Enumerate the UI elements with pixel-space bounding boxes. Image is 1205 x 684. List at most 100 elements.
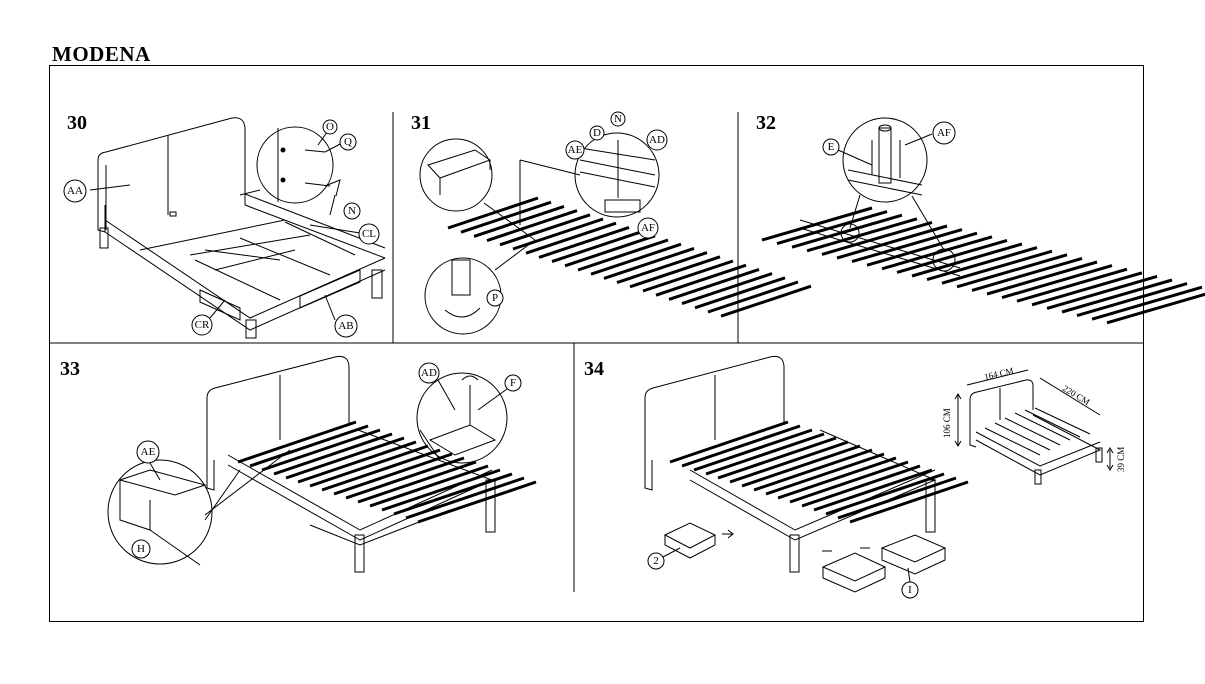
dimension-drawing	[954, 369, 1114, 485]
slat	[333, 452, 453, 496]
slat	[381, 468, 501, 512]
slat	[941, 249, 1053, 285]
slat	[357, 460, 477, 504]
bed-frame-step-30	[97, 117, 386, 339]
slat	[866, 231, 978, 267]
slat	[911, 242, 1023, 278]
label-AB-30: AB	[338, 320, 353, 332]
label-O-30: O	[326, 121, 334, 133]
slat	[417, 480, 537, 524]
slat	[1061, 278, 1173, 314]
slat	[237, 420, 357, 464]
slat	[825, 472, 945, 516]
slat	[1031, 271, 1143, 307]
slat	[681, 272, 773, 306]
slat	[693, 428, 813, 472]
slat	[777, 456, 897, 500]
slat	[753, 448, 873, 492]
dimension-leg-height: 39 CM	[1116, 447, 1126, 472]
slat	[1046, 274, 1158, 310]
slat	[741, 444, 861, 488]
detail-circles-31	[419, 132, 660, 335]
slat	[564, 234, 656, 268]
callout-group-32: E AF	[822, 121, 956, 166]
slat	[896, 238, 1008, 274]
slat	[821, 220, 933, 256]
label-E-32: E	[828, 141, 835, 153]
slats-33	[237, 420, 537, 524]
slat	[486, 209, 578, 243]
detail-circle-32	[799, 117, 961, 277]
label-AF-31: AF	[641, 222, 655, 234]
slat	[538, 225, 630, 259]
document-title: MODENA	[52, 42, 151, 66]
detail-circles-33	[107, 372, 508, 566]
slat-frame-step-31	[447, 196, 812, 318]
slat	[473, 204, 565, 238]
slat	[851, 228, 963, 264]
callout-AA-30	[63, 179, 87, 203]
slat	[369, 464, 489, 508]
label-I-34: I	[908, 584, 912, 596]
slat	[668, 267, 760, 301]
slat	[776, 210, 888, 246]
slat	[345, 456, 465, 500]
slat	[297, 440, 417, 484]
slat	[705, 432, 825, 476]
step-number-32: 32	[756, 112, 776, 134]
slats-34	[669, 420, 969, 524]
slat	[789, 460, 909, 504]
slat	[512, 217, 604, 251]
slat	[309, 444, 429, 488]
callout-group-30: AA O Q N CL CR AB	[63, 119, 380, 338]
label-H-33: H	[137, 543, 145, 555]
label-N-31: N	[614, 113, 622, 125]
label-CL-30: CL	[362, 228, 376, 240]
label-Q-30: Q	[344, 136, 352, 148]
slat	[956, 253, 1068, 289]
slat	[460, 200, 552, 234]
slat	[836, 224, 948, 260]
label-F-33: F	[510, 377, 516, 389]
panel-dividers	[49, 112, 1144, 592]
label-AF-32: AF	[937, 127, 951, 139]
slat	[1091, 285, 1203, 321]
label-P-31: P	[492, 292, 498, 304]
drawers-34	[663, 522, 947, 593]
label-AE-33: AE	[141, 446, 156, 458]
slat	[447, 196, 539, 230]
slat	[590, 242, 682, 276]
label-AD-33: AD	[421, 367, 437, 379]
slat	[551, 230, 643, 264]
slat	[837, 476, 957, 520]
slat	[813, 468, 933, 512]
slat	[761, 206, 873, 242]
slat	[881, 235, 993, 271]
slat	[249, 424, 369, 468]
dimension-width: 164 CM	[983, 366, 1014, 382]
slat	[603, 246, 695, 280]
slat	[720, 284, 812, 318]
slat	[285, 436, 405, 480]
label-N-30: N	[348, 205, 356, 217]
slat-frame-step-32	[761, 206, 1205, 325]
callout-group-34: 2 I	[647, 547, 919, 599]
slat	[849, 480, 969, 524]
slat	[707, 280, 799, 314]
label-AE-31: AE	[568, 144, 583, 156]
step-number-30: 30	[67, 112, 87, 134]
slat	[525, 221, 617, 255]
slat	[926, 246, 1038, 282]
slat	[806, 217, 918, 253]
step-number-31: 31	[411, 112, 431, 134]
slat	[1001, 264, 1113, 300]
slat	[1076, 282, 1188, 318]
label-AD-31: AD	[649, 134, 665, 146]
slat	[393, 472, 513, 516]
slat	[1016, 267, 1128, 303]
slat	[765, 452, 885, 496]
slat	[791, 213, 903, 249]
slat	[669, 420, 789, 464]
dimension-length: 220 CM	[1061, 383, 1092, 407]
